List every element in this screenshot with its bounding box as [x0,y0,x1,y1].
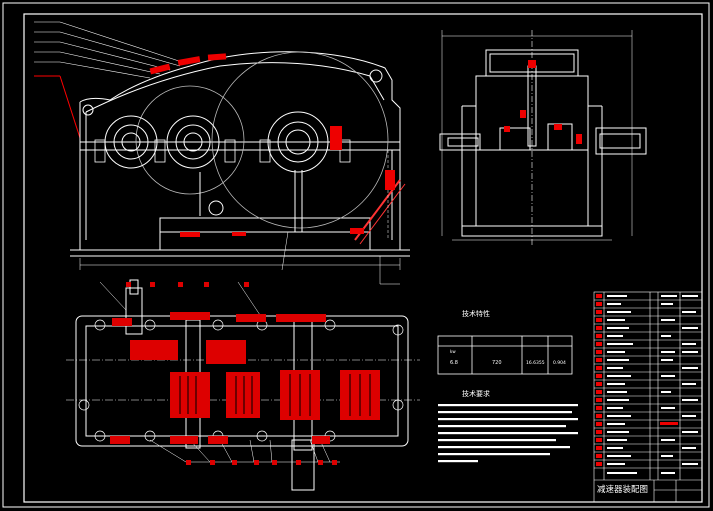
tech-char-cell-4: 0.904 [553,360,566,366]
gear-block-2 [170,372,210,418]
parts-list-text-marks [607,295,698,474]
tech-char-cell-3: 16.6355 [526,360,545,366]
bearing-left [104,115,158,169]
tech-requirements-lines [438,404,578,463]
bearing-right [267,111,329,173]
gear-block-1 [130,340,178,360]
tech-requirements-title: 技术要求 [462,389,490,398]
tech-characteristics-title: 技术特性 [462,309,490,318]
bearing-middle [166,115,220,169]
plan-view-input-shaft [125,287,143,335]
front-view [34,21,410,285]
large-gear-outline [211,51,389,229]
plan-view-gear-teeth [179,374,371,416]
tech-char-row-label: kw [450,349,456,354]
housing-top-contour [79,51,401,140]
inner-border [23,13,703,503]
tech-char-cell-2: 720 [492,360,502,366]
parts-list-red-marks [596,294,678,466]
plan-view-gears [110,282,380,465]
title-block-drawing-title: 减速器装配图 [597,484,648,495]
side-view [439,30,647,246]
parts-list [593,291,703,503]
tech-char-cell-1: 6.8 [450,360,458,366]
plan-view-output-shaft [291,439,315,491]
side-view-output-shaft [595,127,647,155]
side-view-input-shaft [439,133,481,151]
side-view-section-marks [504,60,582,144]
tech-characteristics-table [437,335,573,375]
front-view-section-marks [149,53,395,237]
gear-block-3 [226,372,260,418]
front-view-leaders [34,21,189,79]
